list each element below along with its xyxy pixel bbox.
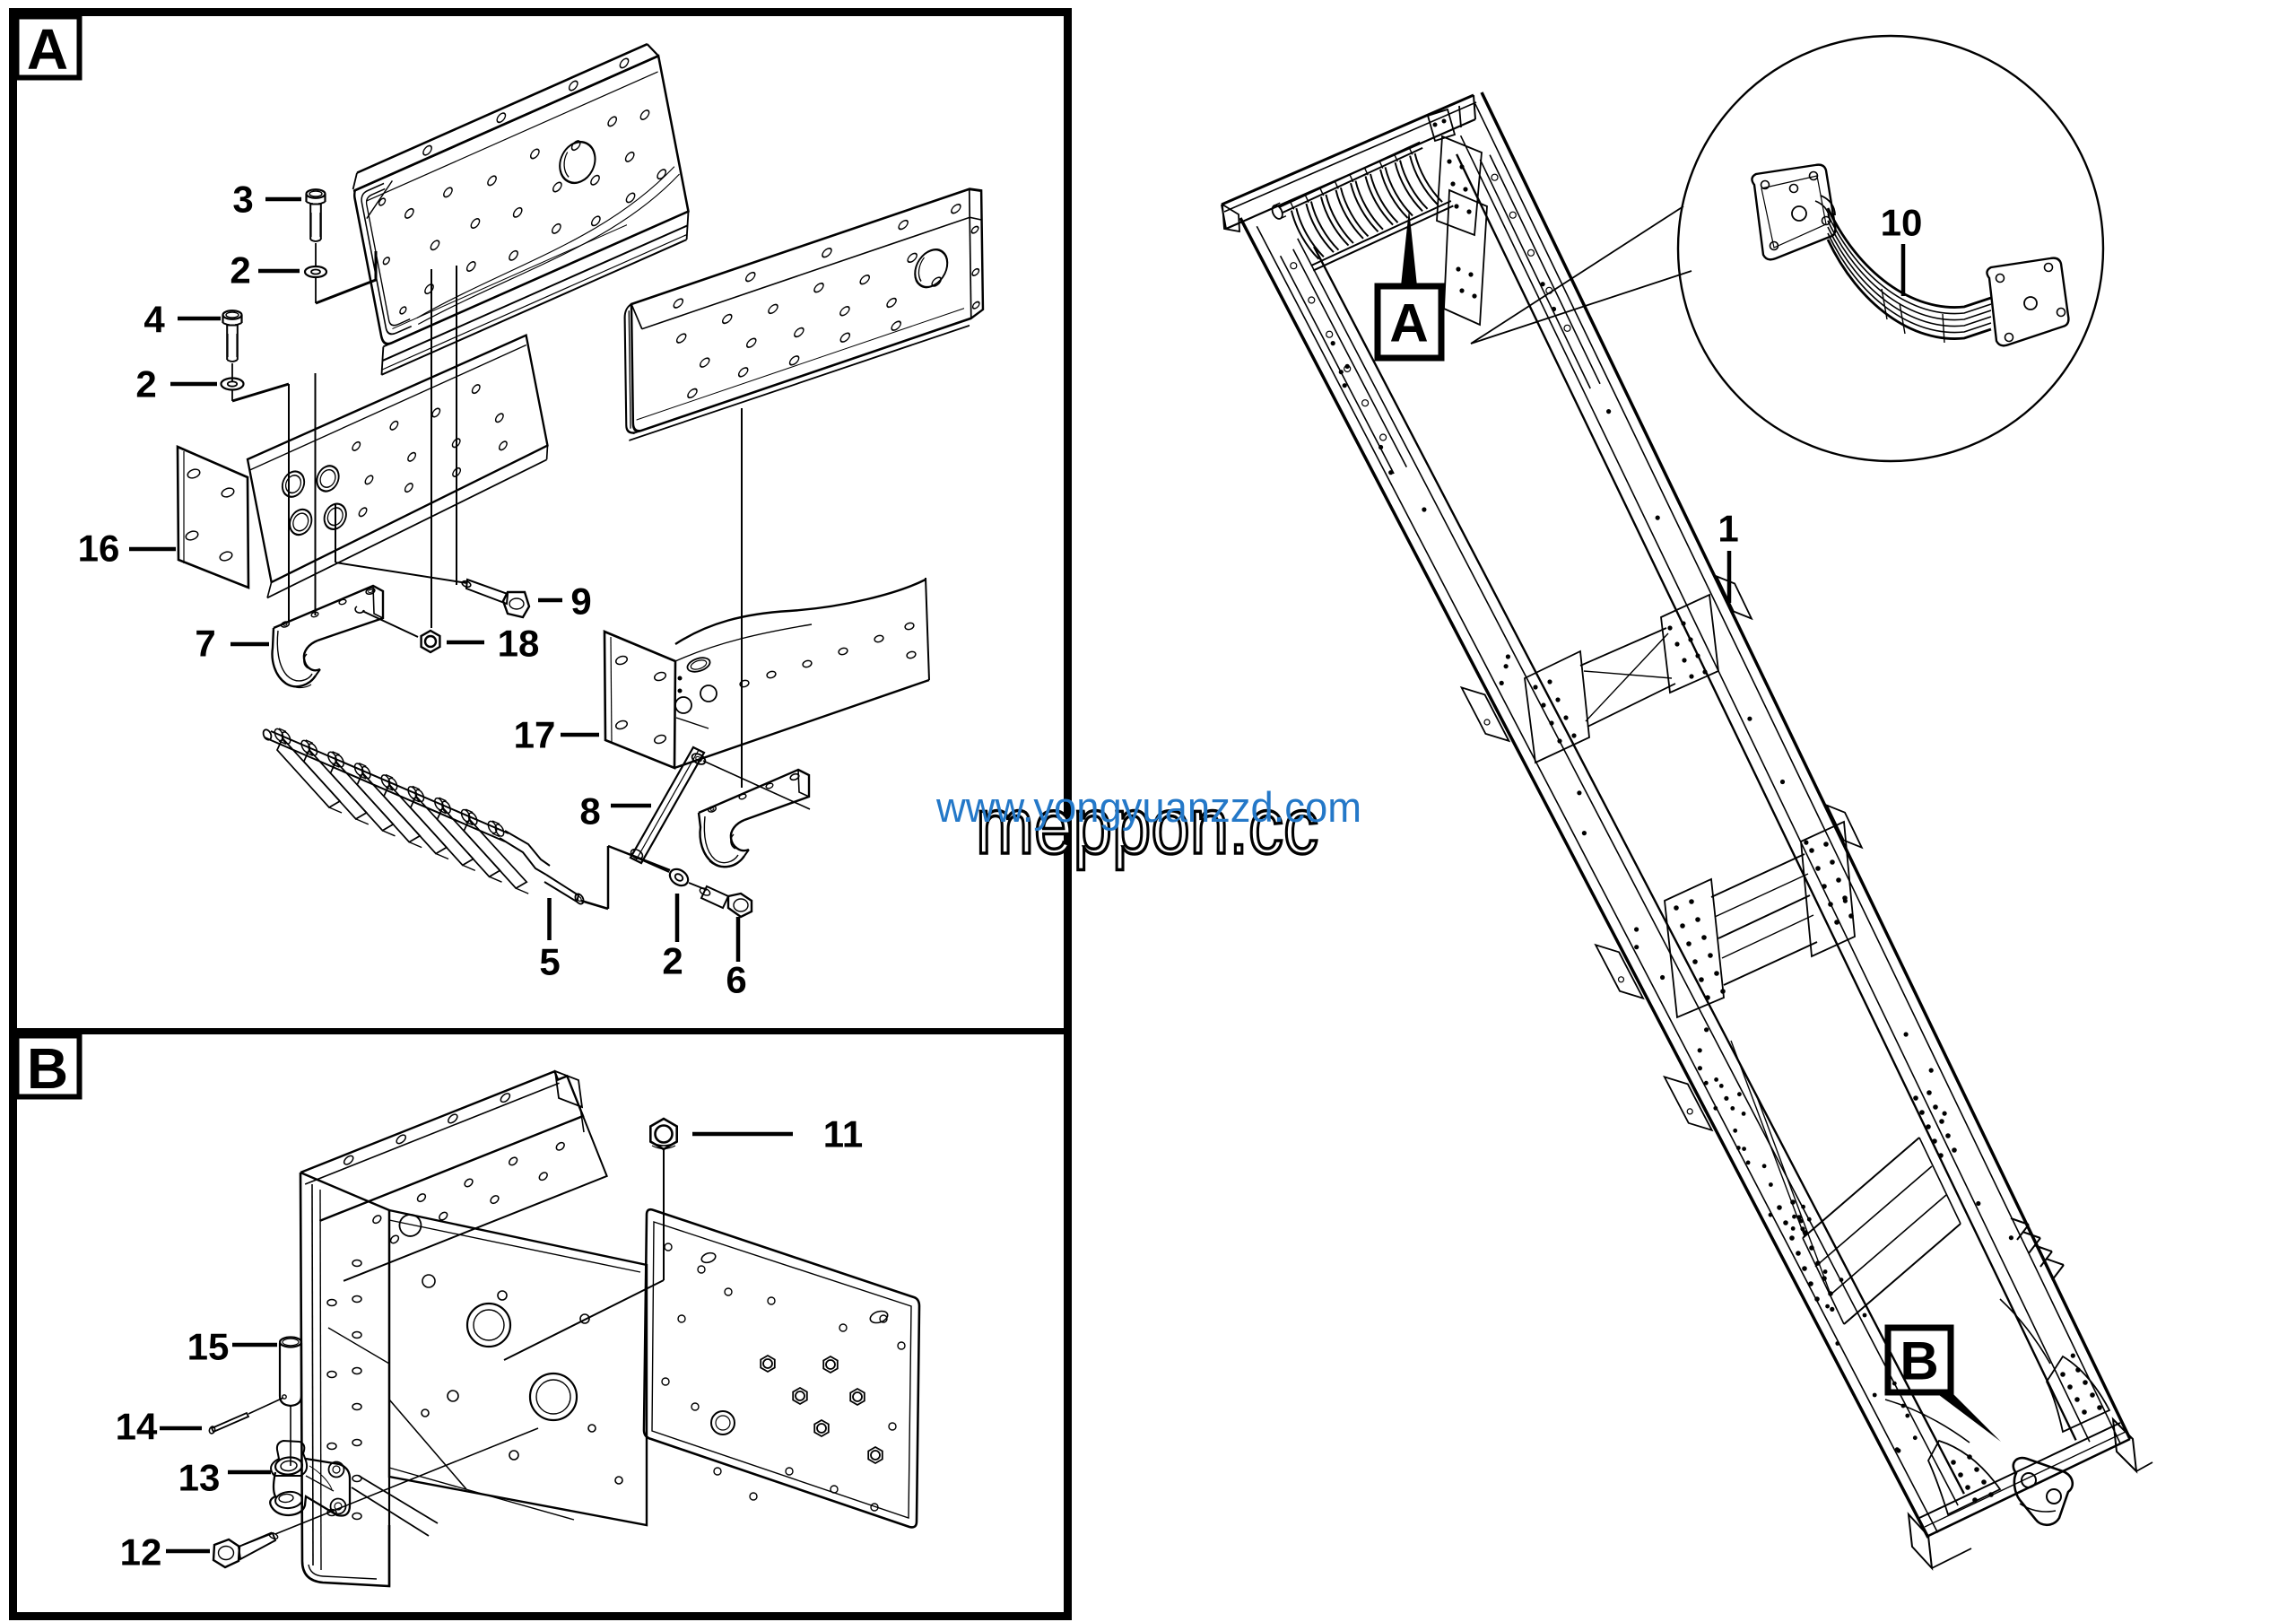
svg-text:B: B [27, 1036, 68, 1101]
svg-text:13: 13 [178, 1457, 221, 1499]
svg-text:2: 2 [662, 940, 683, 982]
svg-text:1: 1 [1718, 508, 1738, 550]
svg-text:16: 16 [78, 528, 120, 570]
svg-text:12: 12 [120, 1531, 162, 1574]
svg-text:9: 9 [570, 580, 591, 623]
svg-text:A: A [1389, 293, 1428, 353]
svg-text:2: 2 [230, 249, 250, 292]
svg-text:10: 10 [1881, 202, 1923, 244]
svg-text:8: 8 [579, 790, 600, 833]
svg-text:18: 18 [498, 623, 540, 665]
svg-text:www.yongyuanzzd.com: www.yongyuanzzd.com [935, 783, 1361, 831]
svg-text:4: 4 [144, 299, 165, 341]
svg-text:A: A [27, 17, 68, 82]
svg-text:11: 11 [823, 1113, 863, 1155]
svg-text:meppon.cc: meppon.cc [976, 781, 1318, 870]
svg-text:14: 14 [116, 1406, 158, 1448]
svg-text:15: 15 [187, 1326, 230, 1368]
svg-text:5: 5 [539, 941, 560, 983]
svg-text:17: 17 [514, 714, 556, 756]
svg-text:3: 3 [232, 179, 253, 221]
svg-text:6: 6 [726, 959, 746, 1001]
svg-text:7: 7 [195, 623, 215, 665]
svg-text:2: 2 [135, 363, 156, 406]
